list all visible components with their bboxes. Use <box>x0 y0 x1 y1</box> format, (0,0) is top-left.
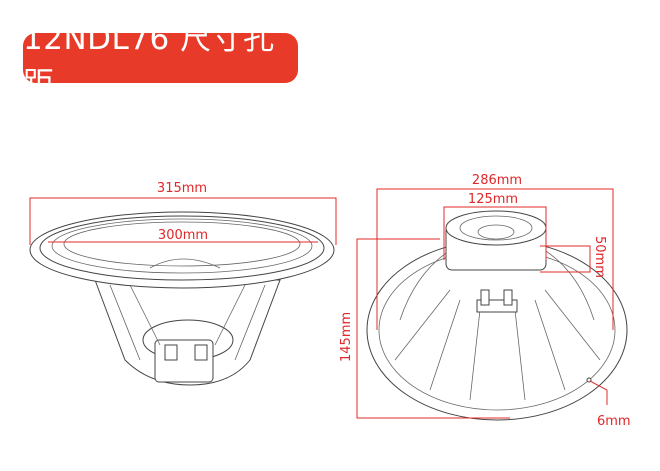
speaker-rear-view <box>366 210 628 421</box>
dim-label-6: 6mm <box>597 414 631 429</box>
dim-label-315: 315mm <box>157 181 207 196</box>
dim-300: 300mm <box>48 228 318 243</box>
dim-125: 125mm <box>443 192 547 260</box>
speaker-front-view <box>29 211 335 386</box>
dim-label-300: 300mm <box>158 228 208 243</box>
dim-6: 6mm <box>589 380 631 429</box>
dim-50: 50mm <box>540 236 607 278</box>
dim-label-145: 145mm <box>339 312 354 362</box>
dim-145: 145mm <box>339 238 510 419</box>
dim-label-286: 286mm <box>472 173 522 188</box>
dim-label-125: 125mm <box>468 192 518 207</box>
dim-label-50: 50mm <box>592 236 607 278</box>
dim-286: 286mm <box>376 173 614 330</box>
dim-315: 315mm <box>29 181 337 245</box>
